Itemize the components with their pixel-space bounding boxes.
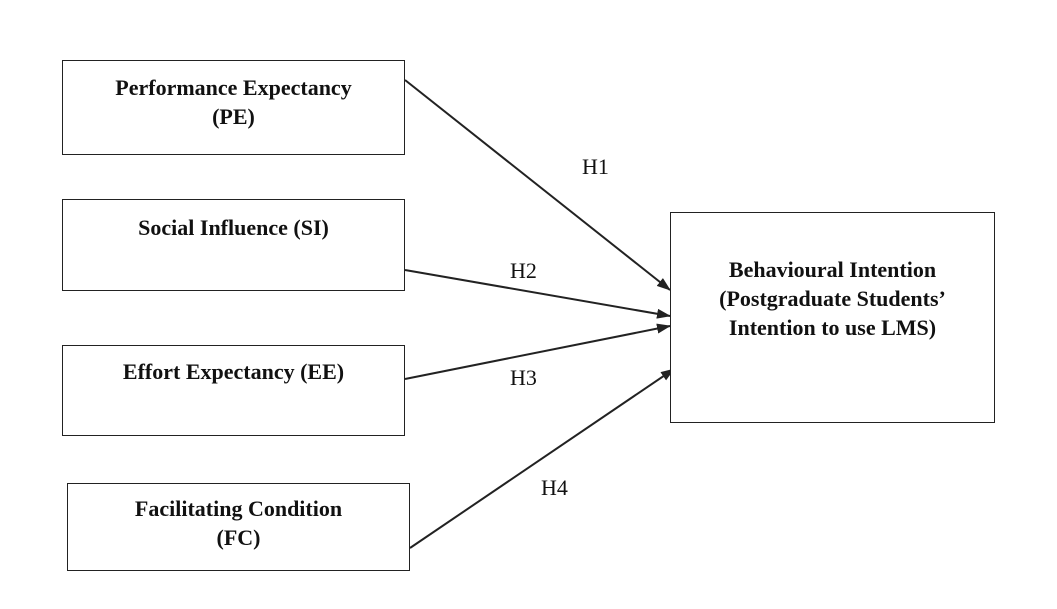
effort-expectancy-box: Effort Expectancy (EE) [62,345,405,436]
behavioural-intention-box: Behavioural Intention (Postgraduate Stud… [670,212,995,423]
facilitating-condition-box: Facilitating Condition (FC) [67,483,410,571]
hypothesis-label-h1: H1 [582,154,609,179]
performance-expectancy-title: Performance Expectancy [115,75,352,100]
effort-expectancy-title: Effort Expectancy (EE) [122,359,345,384]
arrow-h2 [404,269,671,319]
facilitating-condition-abbrev: (FC) [216,525,261,550]
performance-expectancy-abbrev: (PE) [212,104,255,129]
behavioural-intention-subtitle-2: Intention to use LMS) [728,315,937,340]
arrow-h3 [404,323,671,380]
performance-expectancy-box: Performance Expectancy (PE) [62,60,405,155]
facilitating-condition-title: Facilitating Condition [134,496,343,521]
arrow-h1 [404,79,671,291]
behavioural-intention-subtitle-1: (Postgraduate Students’ [719,286,946,311]
hypothesis-label-h4: H4 [541,475,568,500]
hypothesis-label-h3: H3 [510,365,537,390]
hypothesis-label-h2: H2 [510,258,537,283]
arrow-h4 [409,368,675,549]
social-influence-box: Social Influence (SI) [62,199,405,291]
behavioural-intention-title: Behavioural Intention [728,257,937,282]
social-influence-title: Social Influence (SI) [138,215,329,240]
